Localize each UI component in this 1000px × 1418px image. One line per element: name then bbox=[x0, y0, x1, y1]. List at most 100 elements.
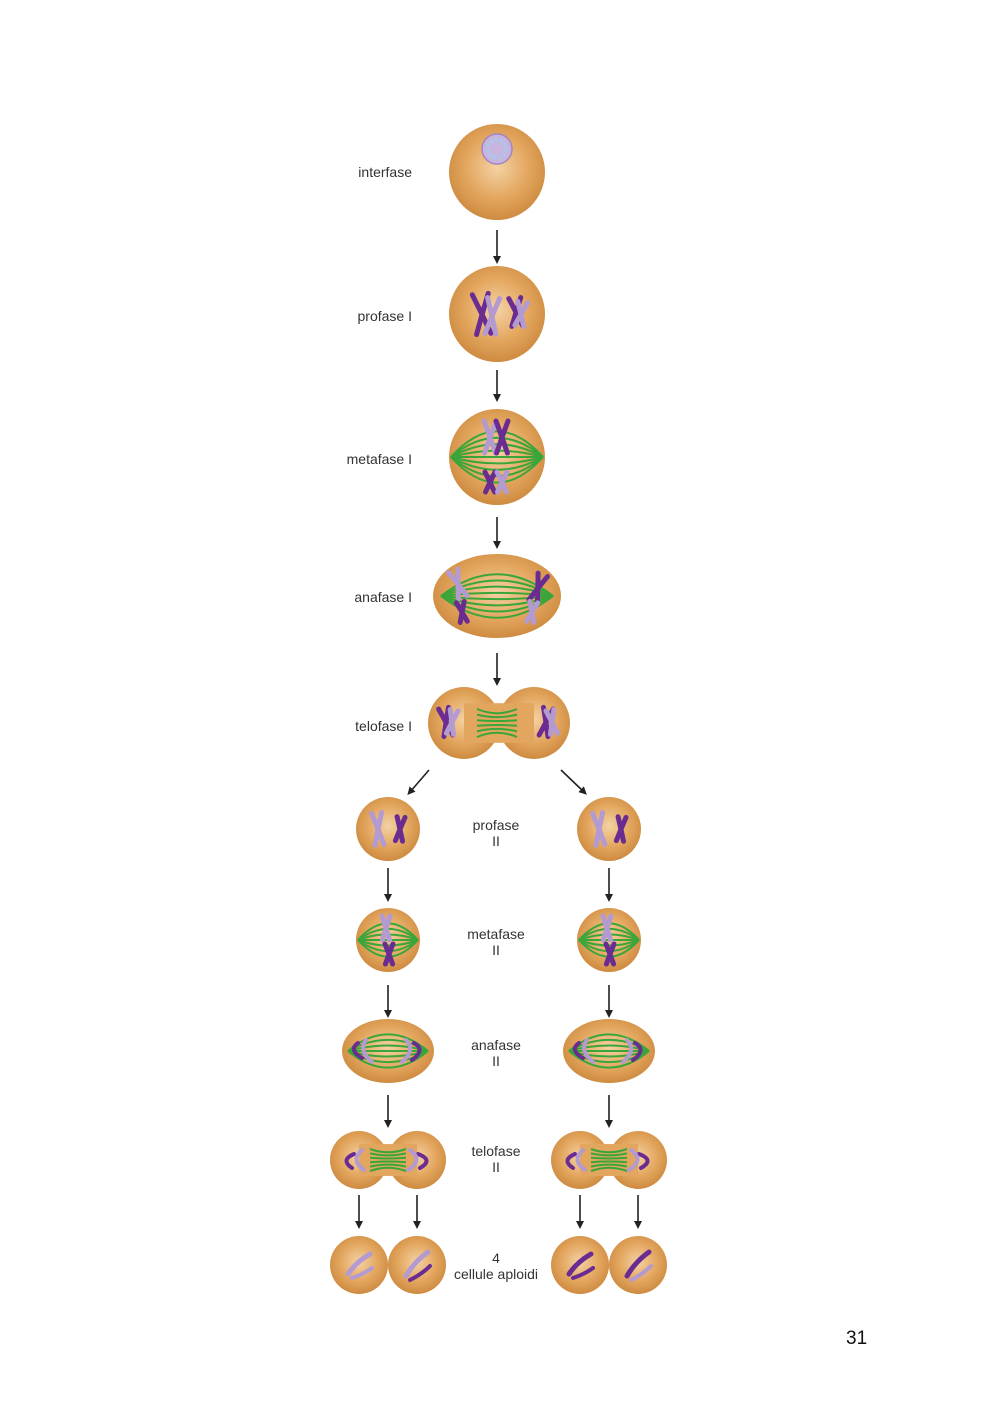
label-metafase-2-line1: metafase bbox=[467, 926, 525, 942]
label-anafase-1: anafase I bbox=[354, 589, 412, 605]
chromosome-telofase1-b bbox=[443, 706, 461, 737]
chromosome-profase2-right-a-chromatid-b bbox=[593, 810, 606, 848]
cell-interfase-body bbox=[449, 124, 545, 220]
label-telofase-2: telofase II bbox=[436, 1143, 556, 1175]
cell-metafase-2-left bbox=[356, 908, 420, 972]
haploid-cell-left-1 bbox=[330, 1236, 388, 1294]
cell-telofase-1-body bbox=[428, 687, 570, 759]
chromosome-metafase2-left-a-chromatid-b bbox=[379, 913, 393, 943]
chromosome-profase2-left-b-chromatid-b bbox=[392, 814, 408, 844]
cell-telofase-2-right bbox=[551, 1131, 667, 1189]
chromosome-anafase1-c-chromatid-b bbox=[526, 574, 550, 603]
haploid-chromatid-right-2b bbox=[629, 1264, 653, 1282]
chromatid-anafase2-right-b bbox=[582, 1038, 595, 1064]
arrow-telofase1-left bbox=[407, 769, 430, 796]
label-anafase-2-line2: II bbox=[492, 1053, 500, 1069]
cell-profase-2-left-body bbox=[356, 797, 420, 861]
chromatid-telofase2-right-d bbox=[627, 1148, 640, 1172]
chromosome-anafase1-d-chromatid-b bbox=[524, 600, 541, 624]
chromosome-metafase1-d-chromatid-b bbox=[495, 469, 510, 495]
spindle-metafase-1-fiber bbox=[450, 456, 544, 484]
chromosome-profase1-d-chromatid-b bbox=[512, 300, 531, 328]
label-anafase-2-line1: anafase bbox=[471, 1037, 521, 1053]
chromosome-metafase2-right-b bbox=[603, 941, 617, 967]
chromatid-anafase2-right-a bbox=[572, 1041, 585, 1060]
cell-profase-1 bbox=[449, 266, 545, 362]
label-profase-2-line1: profase bbox=[472, 817, 520, 833]
chromosome-profase1-b bbox=[482, 295, 503, 337]
cell-profase-2-right bbox=[577, 797, 641, 861]
chromosome-metafase1-d bbox=[494, 469, 510, 495]
spindle-telofase-1-fiber bbox=[476, 731, 518, 738]
cell-telofase-1-body-bridge bbox=[464, 703, 534, 743]
chromosome-metafase1-b-chromatid-b bbox=[494, 418, 511, 456]
chromosome-anafase1-c bbox=[526, 570, 550, 606]
haploid-cell-right-1 bbox=[551, 1236, 609, 1294]
spindle-telofase-2-right-fiber bbox=[590, 1148, 628, 1154]
chromosome-anafase1-a bbox=[446, 566, 470, 602]
chromosome-metafase2-left-a bbox=[379, 913, 393, 943]
label-metafase-2: metafase II bbox=[436, 926, 556, 958]
chromosome-profase2-left-a-chromatid-b bbox=[372, 810, 385, 848]
haploid-chromatid-right-1a bbox=[566, 1251, 594, 1277]
spindle-telofase-2-left-fiber bbox=[369, 1160, 407, 1164]
label-metafase-2-line2: II bbox=[492, 942, 500, 958]
chromatid-telofase2-left-c bbox=[416, 1152, 429, 1170]
spindle-telofase-2-right-fiber bbox=[590, 1163, 628, 1168]
cell-telofase-1 bbox=[428, 687, 570, 759]
chromosome-telofase1-b-chromatid-b bbox=[443, 708, 461, 736]
label-profase-2: profase II bbox=[436, 817, 556, 849]
cell-profase-1-body bbox=[449, 266, 545, 362]
spindle-anafase-1-fiber bbox=[440, 579, 554, 597]
chromosome-profase2-right-b bbox=[613, 814, 629, 844]
chromatid-telofase2-right-b bbox=[575, 1148, 587, 1172]
chromosome-profase2-left-a bbox=[369, 810, 387, 848]
spindle-telofase-2-right-fiber bbox=[590, 1152, 628, 1157]
haploid-chromatid-left-1a bbox=[345, 1251, 373, 1277]
cell-anafase-1-body bbox=[433, 554, 561, 638]
label-telofase-1: telofase I bbox=[355, 718, 412, 734]
cell-profase-2-left bbox=[356, 797, 420, 861]
chromosome-metafase2-right-a-chromatid-b bbox=[600, 913, 614, 943]
arrow-telofase1-right bbox=[560, 769, 587, 795]
label-result-count: 4 bbox=[492, 1250, 500, 1266]
chromosome-profase2-right-b-chromatid-b bbox=[613, 814, 629, 844]
chromosome-profase1-c-chromatid-b bbox=[509, 295, 524, 329]
spindle-telofase-2-left-fiber bbox=[369, 1156, 407, 1160]
spindle-anafase-2-right-fiber bbox=[568, 1050, 650, 1069]
spindle-telofase-2-left-fiber bbox=[369, 1166, 407, 1172]
spindle-telofase-2-left-fiber bbox=[369, 1148, 407, 1154]
spindle-metafase-1-fiber bbox=[450, 456, 544, 465]
spindle-metafase-1-fiber bbox=[450, 430, 544, 458]
haploid-chromatid-left-1b bbox=[350, 1266, 374, 1280]
spindle-telofase-2-right-fiber bbox=[590, 1156, 628, 1160]
chromatin-interfase bbox=[486, 138, 508, 160]
spindle-telofase-1-fiber bbox=[476, 723, 518, 727]
cell-profase-2-right-body bbox=[577, 797, 641, 861]
cell-metafase-2-right bbox=[577, 908, 641, 972]
chromatid-telofase2-right-a bbox=[565, 1152, 577, 1170]
label-profase-2-line2: II bbox=[492, 833, 500, 849]
chromosome-metafase1-b bbox=[493, 418, 511, 456]
chromosome-metafase2-left-b-chromatid-b bbox=[382, 941, 396, 967]
spindle-anafase-1 bbox=[440, 573, 554, 619]
label-telofase-2-line1: telofase bbox=[471, 1143, 521, 1159]
spindle-anafase-1-fiber bbox=[440, 585, 554, 597]
label-profase-1: profase I bbox=[357, 308, 412, 324]
haploid-chromatid-left-2a bbox=[403, 1249, 431, 1279]
spindle-telofase-1-fiber bbox=[476, 719, 518, 723]
spindle-anafase-1-fiber bbox=[440, 591, 554, 597]
chromatid-anafase2-left-a bbox=[351, 1041, 364, 1060]
cell-anafase-2-right bbox=[563, 1019, 655, 1083]
chromatid-telofase2-left-a bbox=[344, 1152, 356, 1170]
spindle-telofase-2-right-fiber bbox=[590, 1166, 628, 1172]
chromosome-metafase2-left-b bbox=[382, 941, 396, 967]
haploid-chromatid-right-1b bbox=[571, 1266, 595, 1280]
chromosome-anafase1-b bbox=[453, 598, 470, 625]
chromosome-metafase1-c bbox=[482, 469, 498, 495]
chromosome-telofase1-d bbox=[543, 706, 561, 737]
label-telofase-2-line2: II bbox=[492, 1159, 500, 1175]
cell-metafase-1 bbox=[449, 409, 545, 505]
spindle-telofase-1 bbox=[476, 708, 518, 738]
